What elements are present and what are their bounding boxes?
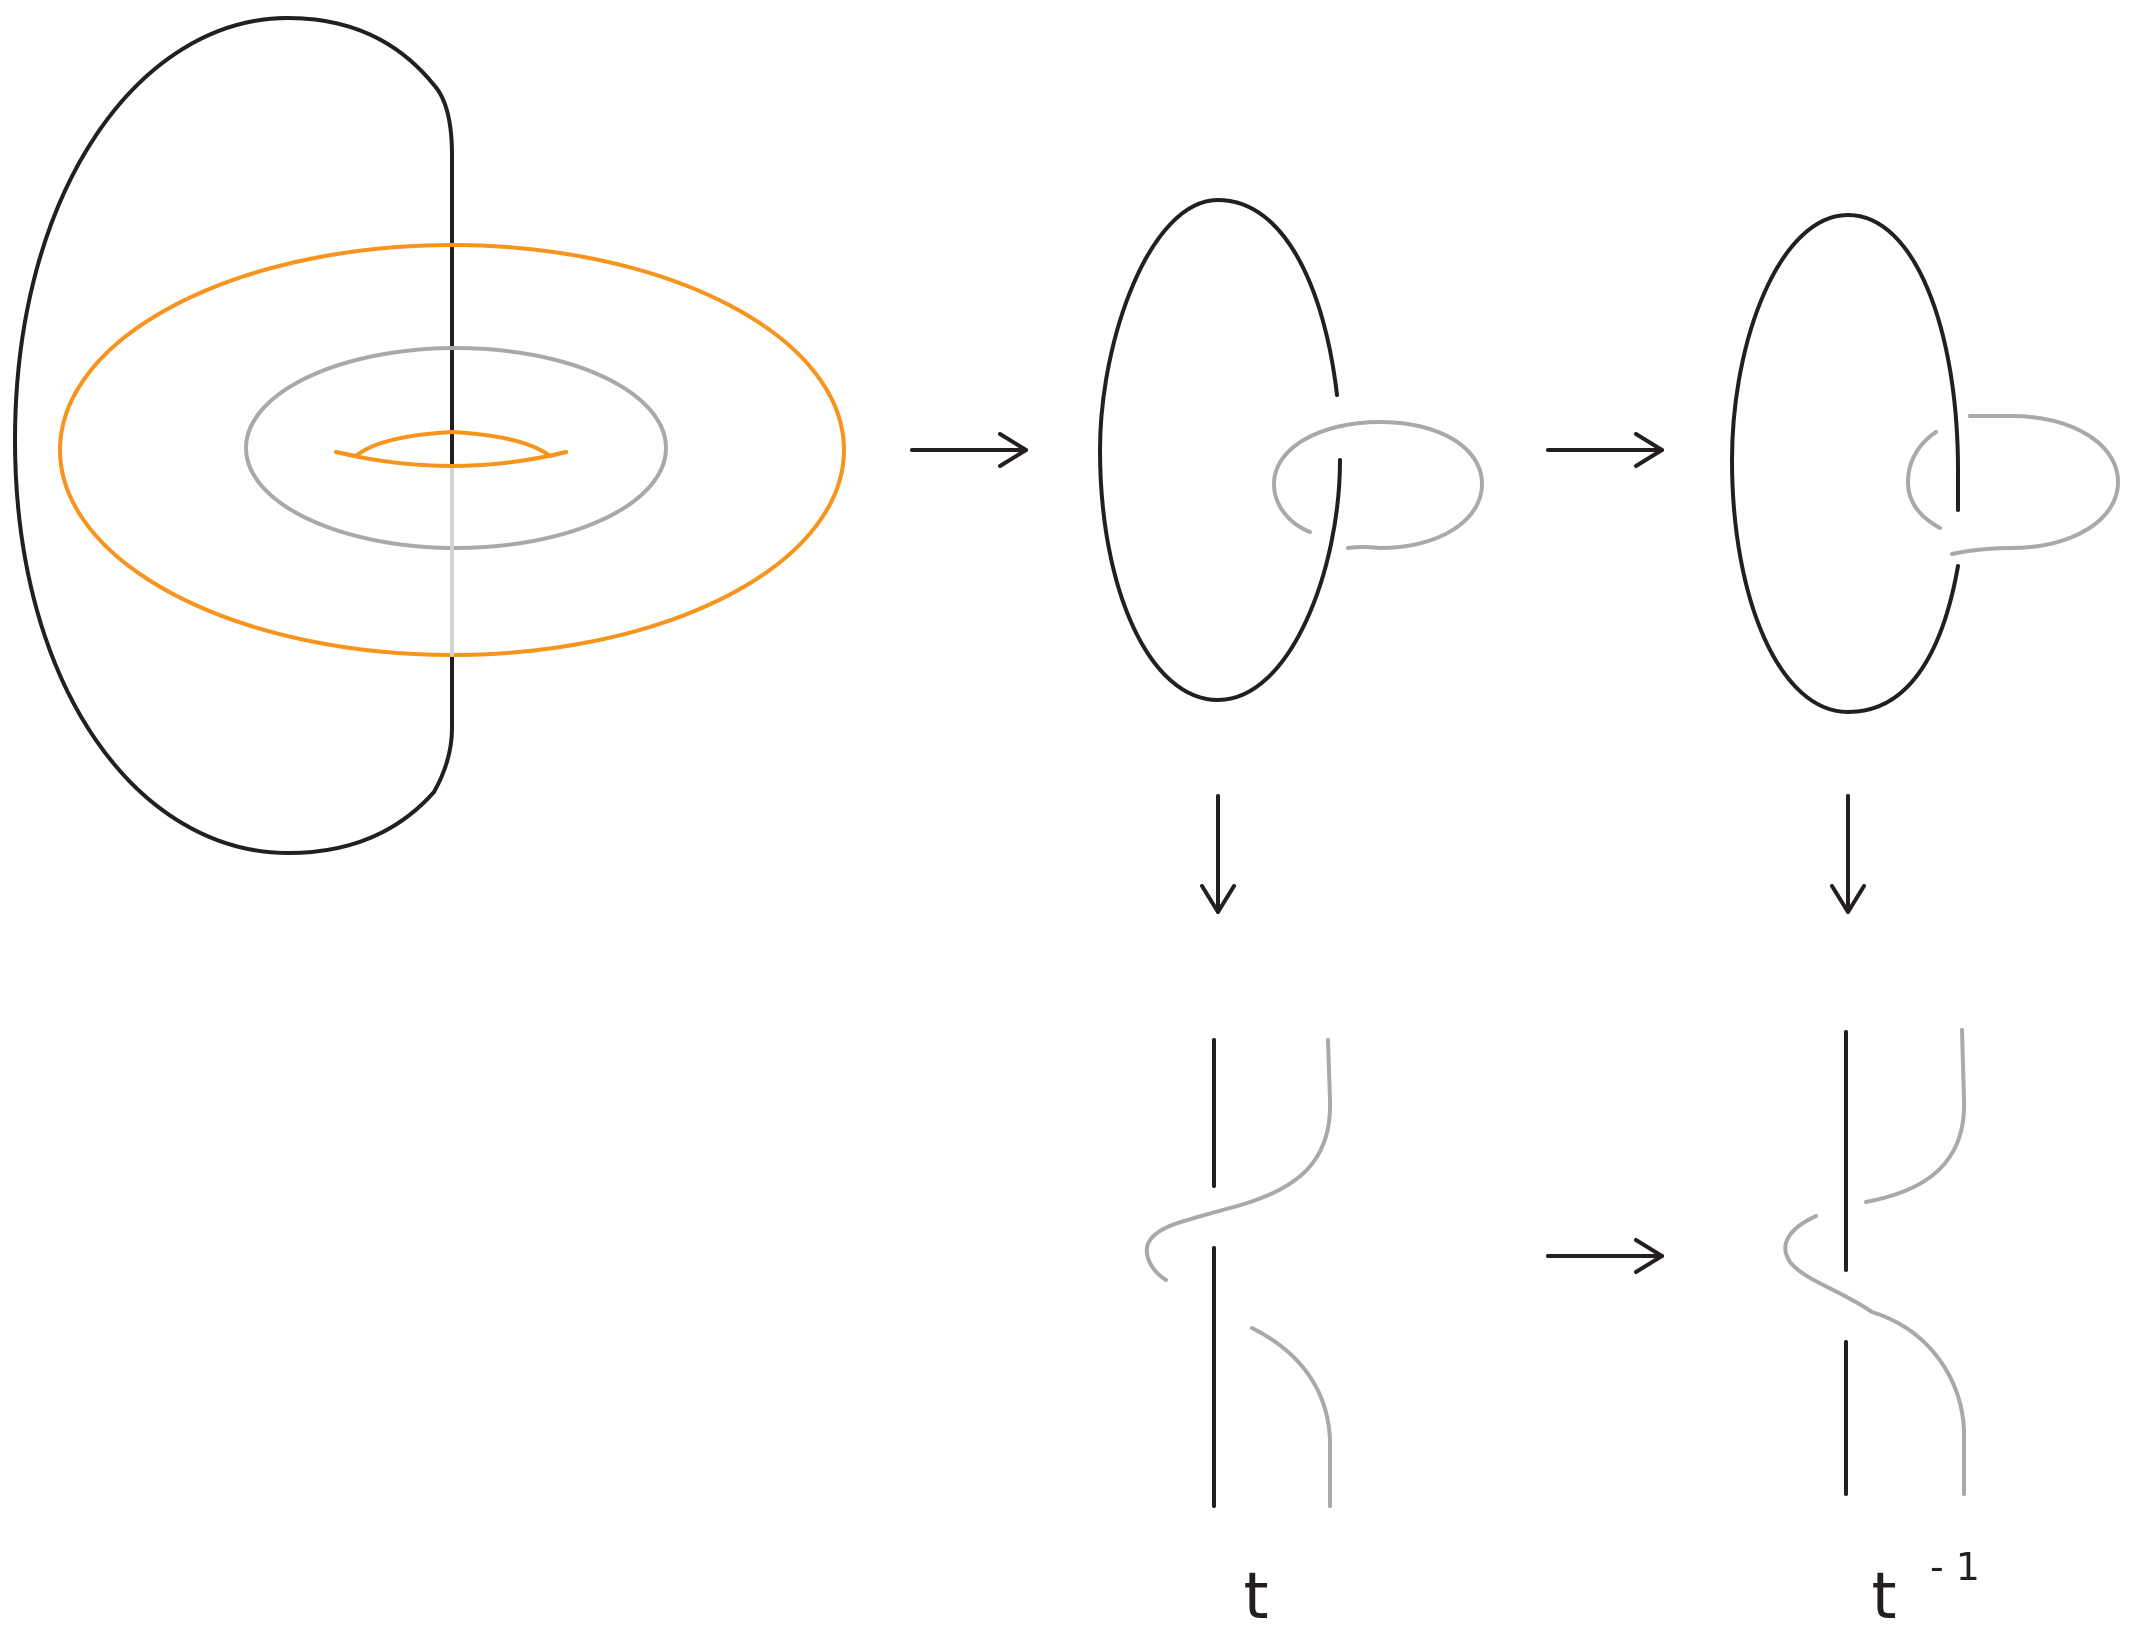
gray-link-component [1272, 420, 1484, 550]
gray-braid-strand-lower [1250, 1326, 1332, 1508]
braid-generator-t-inverse [1783, 1028, 1967, 1496]
hopf-link-panel-2 [1730, 213, 2120, 714]
black-meridian-loop [13, 16, 454, 855]
black-link-component [1098, 198, 1342, 702]
torus-panel [13, 16, 846, 855]
braid-generator-t [1144, 1038, 1333, 1508]
arrow-down-2 [1830, 794, 1866, 914]
arrow-down-1 [1200, 794, 1236, 914]
orange-hole-left-tip [334, 450, 358, 458]
arrow-right-2 [1546, 432, 1664, 468]
gray-braid-strand-upper [1144, 1038, 1333, 1282]
gray-inner-ellipse [244, 346, 668, 550]
gray-link-component [1906, 414, 2120, 556]
black-link-component [1730, 213, 1960, 714]
orange-hole-lower-arc [334, 450, 568, 468]
arrow-right-1 [910, 432, 1028, 468]
arrow-right-3 [1546, 1238, 1664, 1274]
label-t: t [1243, 1560, 1268, 1634]
label-t-inverse-exponent: - 1 [1930, 1545, 1980, 1589]
hopf-link-panel-1 [1098, 198, 1484, 702]
gray-braid-strand-lower [1783, 1214, 1966, 1496]
orange-hole-right-tip [548, 450, 568, 458]
gray-braid-strand-upper [1864, 1028, 1967, 1204]
label-t-inverse-base: t [1871, 1560, 1896, 1634]
orange-hole-upper-arc [354, 430, 552, 458]
